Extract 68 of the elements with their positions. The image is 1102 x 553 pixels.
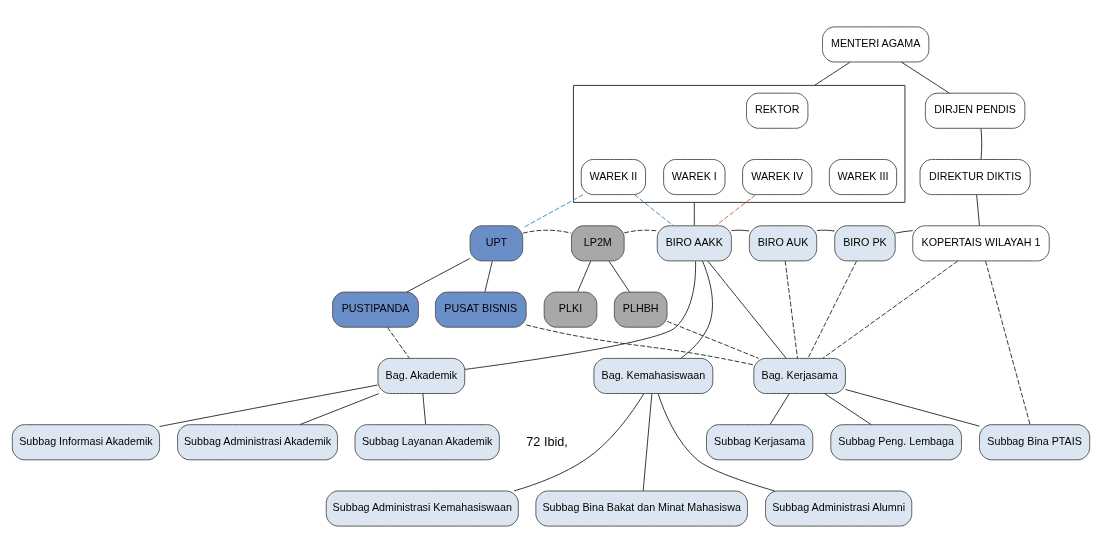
connector <box>730 229 750 232</box>
connector <box>513 393 645 492</box>
node-box: Subbag Bina PTAIS <box>979 424 1091 461</box>
node-box: PUSAT BISNIS <box>434 291 527 328</box>
node-box: Subbag Informasi Akademik <box>11 424 161 461</box>
connector <box>642 393 653 492</box>
node-box: Subbag Peng. Lembaga <box>830 424 962 461</box>
connector <box>693 201 695 226</box>
node-box: Subbag Administrasi Kemahasiswaan <box>325 490 519 527</box>
connector <box>807 260 858 359</box>
node-box: BIRO PK <box>834 225 896 262</box>
connector <box>769 393 790 425</box>
node-box: BIRO AUK <box>748 225 818 262</box>
connector <box>985 260 1031 425</box>
connector <box>680 260 713 359</box>
connector <box>464 260 697 370</box>
connector <box>715 194 756 227</box>
connector <box>657 393 776 492</box>
connector <box>901 61 950 94</box>
node-box: Subbag Layanan Akademik <box>354 424 500 461</box>
connector <box>522 229 572 234</box>
node-box: MENTERI AGAMA <box>822 26 930 63</box>
connector <box>814 61 851 86</box>
node-box: UPT <box>469 225 524 262</box>
node-box: KOPERTAIS WILAYAH 1 <box>912 225 1050 262</box>
connector <box>666 320 760 359</box>
connector <box>822 260 959 359</box>
node-box: DIREKTUR DIKTIS <box>919 159 1031 196</box>
connector <box>406 257 471 293</box>
label: 72 Ibid, <box>526 434 568 449</box>
connector <box>634 194 674 227</box>
node-box: WAREK II <box>580 159 647 196</box>
connector <box>824 393 872 426</box>
node-box: PUSTIPANDA <box>332 291 419 328</box>
connector <box>387 327 410 359</box>
node-box: WAREK IV <box>742 159 813 196</box>
node-box: Bag. Kerjasama <box>753 357 846 394</box>
node-box: PLHBH <box>613 291 668 328</box>
node-box: Bag. Kemahasiswaan <box>593 357 714 394</box>
connector <box>422 393 427 425</box>
node-box: PLKI <box>543 291 598 328</box>
connector <box>845 389 980 427</box>
node-box: Bag. Akademik <box>377 357 466 394</box>
connector <box>299 393 380 426</box>
node-box: Subbag Bina Bakat dan Minat Mahasiswa <box>535 490 748 527</box>
connector <box>623 229 658 234</box>
connector <box>525 324 754 366</box>
node-box: LP2M <box>571 225 625 262</box>
connector <box>159 384 378 427</box>
node-box: Subbag Administrasi Akademik <box>177 424 338 461</box>
connector <box>707 260 787 359</box>
node-box: WAREK III <box>828 159 898 196</box>
connector <box>484 260 493 293</box>
connector <box>577 260 592 293</box>
connector <box>784 260 798 359</box>
connector <box>980 128 983 160</box>
node-box: Subbag Kerjasama <box>706 424 814 461</box>
node-box: BIRO AAKK <box>656 225 732 262</box>
node-box: WAREK I <box>663 159 726 196</box>
connector <box>976 194 980 226</box>
connector <box>894 230 914 234</box>
connector <box>816 229 836 232</box>
connector <box>522 194 584 229</box>
node-box: DIRJEN PENDIS <box>924 92 1026 129</box>
connector <box>608 260 630 293</box>
cluster <box>572 84 906 203</box>
node-box: Subbag Administrasi Alumni <box>765 490 913 527</box>
node-box: REKTOR <box>746 92 809 129</box>
